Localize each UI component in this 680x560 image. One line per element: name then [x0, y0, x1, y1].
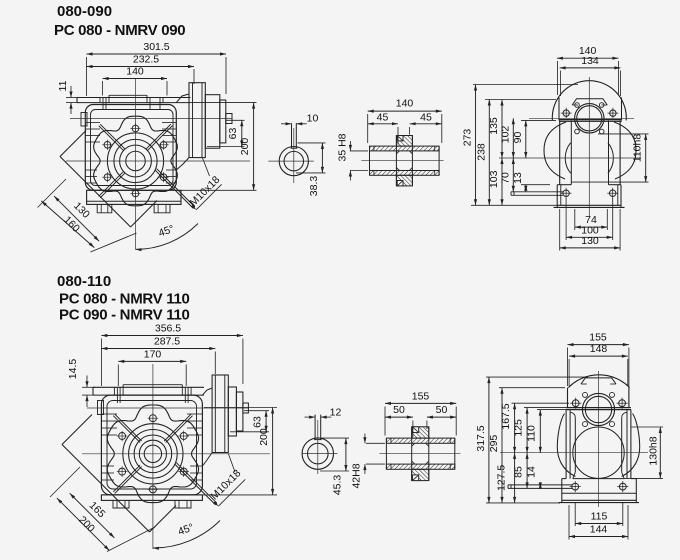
svg-text:140: 140: [579, 45, 597, 57]
svg-text:PC 080 - NMRV 090: PC 080 - NMRV 090: [54, 22, 185, 39]
svg-text:63: 63: [227, 128, 239, 140]
svg-text:125: 125: [512, 419, 524, 437]
svg-text:10: 10: [307, 113, 319, 125]
svg-text:295: 295: [488, 435, 500, 453]
svg-text:50: 50: [393, 404, 405, 416]
svg-text:170: 170: [144, 348, 162, 360]
svg-text:110: 110: [526, 425, 538, 442]
svg-text:12: 12: [330, 407, 342, 419]
svg-text:130h8: 130h8: [648, 436, 660, 465]
svg-text:45.3: 45.3: [332, 475, 344, 496]
svg-text:356.5: 356.5: [155, 323, 181, 335]
svg-text:45: 45: [420, 111, 432, 123]
svg-text:148: 148: [590, 343, 608, 355]
svg-text:110h8: 110h8: [632, 134, 644, 163]
svg-text:317.5: 317.5: [475, 425, 487, 451]
svg-text:100: 100: [581, 224, 599, 236]
svg-text:135: 135: [488, 117, 500, 135]
svg-text:200: 200: [258, 428, 270, 446]
svg-text:273: 273: [462, 129, 474, 147]
svg-text:14: 14: [526, 466, 538, 478]
svg-text:080-090: 080-090: [57, 3, 112, 20]
svg-text:130: 130: [581, 235, 599, 247]
svg-text:200: 200: [239, 138, 251, 156]
svg-text:167.5: 167.5: [500, 403, 512, 429]
svg-text:74: 74: [585, 214, 597, 226]
svg-text:301.5: 301.5: [143, 41, 169, 53]
svg-text:115: 115: [591, 511, 608, 523]
svg-text:35 H8: 35 H8: [336, 133, 348, 161]
svg-text:90: 90: [512, 132, 524, 144]
svg-text:238: 238: [475, 143, 487, 161]
svg-text:140: 140: [396, 98, 414, 110]
svg-text:11: 11: [57, 80, 69, 91]
svg-text:85: 85: [512, 466, 524, 478]
svg-text:134: 134: [581, 55, 599, 67]
svg-text:38.3: 38.3: [308, 176, 320, 197]
svg-text:080-110: 080-110: [57, 273, 111, 290]
svg-text:13: 13: [512, 172, 524, 184]
svg-text:63: 63: [252, 416, 264, 428]
svg-text:45°: 45°: [157, 223, 176, 240]
svg-text:50: 50: [436, 404, 448, 416]
svg-text:155: 155: [589, 332, 607, 344]
svg-text:45°: 45°: [176, 521, 195, 538]
svg-text:127.5: 127.5: [496, 465, 508, 491]
svg-text:103: 103: [488, 170, 500, 188]
svg-text:PC 080 - NMRV 110: PC 080 - NMRV 110: [59, 291, 190, 308]
svg-text:232.5: 232.5: [133, 54, 159, 66]
svg-text:155: 155: [412, 390, 430, 402]
svg-text:102: 102: [499, 126, 511, 144]
svg-text:PC 090 - NMRV 110: PC 090 - NMRV 110: [59, 307, 190, 324]
svg-text:45: 45: [377, 111, 389, 123]
svg-text:42H8: 42H8: [351, 463, 363, 488]
svg-text:287.5: 287.5: [154, 336, 180, 348]
svg-text:144: 144: [590, 524, 608, 536]
svg-text:14.5: 14.5: [67, 359, 79, 380]
svg-text:140: 140: [126, 66, 144, 78]
svg-text:70: 70: [499, 172, 511, 184]
